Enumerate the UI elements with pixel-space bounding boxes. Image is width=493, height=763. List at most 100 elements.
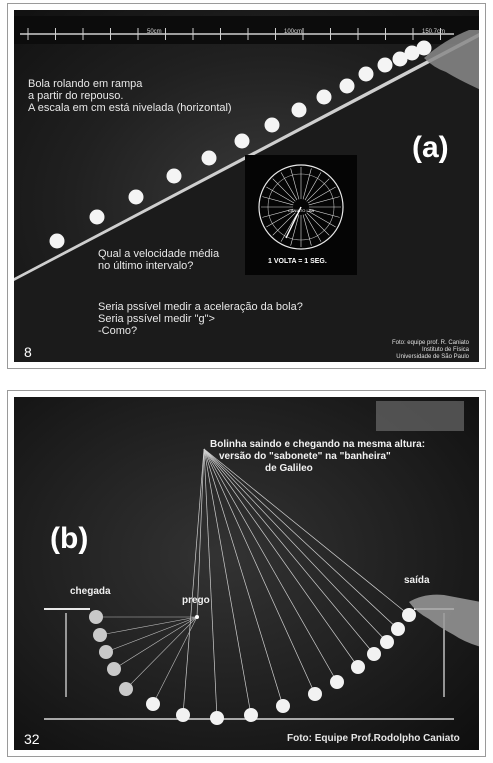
ruler-ticks <box>27 28 441 40</box>
pendulum-string <box>203 448 218 719</box>
nail-string <box>105 616 198 653</box>
pendulum-ball <box>119 682 133 696</box>
pendulum-string <box>203 448 338 683</box>
extra-question-2: Seria pssível medir "g"> <box>98 313 215 325</box>
pendulum-string <box>203 448 399 630</box>
clock-tick <box>280 213 298 242</box>
clock-face <box>258 164 344 250</box>
pendulum-ball <box>330 675 344 689</box>
ramp-ball <box>201 150 217 166</box>
ramp-balls <box>49 40 432 249</box>
ramp-ball <box>128 189 144 205</box>
hand-shape <box>424 30 479 90</box>
ramp-ball <box>234 133 250 149</box>
ramp-ball <box>339 78 355 94</box>
pendulum-ball <box>351 660 365 674</box>
pendulum-ball <box>93 628 107 642</box>
ruler-label-150: 150.7cm <box>422 29 446 35</box>
pendulum-string <box>203 448 359 668</box>
nail-string <box>152 616 198 705</box>
clock-tick <box>290 214 300 246</box>
nail-strings <box>96 616 198 705</box>
pendulum-ball <box>367 647 381 661</box>
slide-number-a: 8 <box>24 344 32 360</box>
clock-ticks <box>261 167 341 247</box>
extra-question-3: -Como? <box>98 325 138 337</box>
pendulum-ball <box>210 711 224 725</box>
clock-tick <box>262 196 294 206</box>
clock-tick <box>280 172 298 201</box>
credit-line-2: Instituto de Física <box>421 347 469 353</box>
ramp-ball <box>358 66 374 82</box>
label-chegada: chegada <box>70 586 111 597</box>
pendulum-string <box>203 448 284 707</box>
title-b-line-2: versão do "sabonete" na "banheira" <box>219 451 391 462</box>
clock-tick <box>308 208 340 218</box>
figure-panel-a: 50cm 100cm 150.7cm Bola rolando em rampa… <box>7 3 486 369</box>
label-saida: saída <box>404 575 430 586</box>
clock-tick <box>308 196 340 206</box>
figure-panel-b: Bolinha saindo e chegando na mesma altur… <box>7 390 486 757</box>
clock-tick <box>306 212 330 236</box>
description-line-3: A escala em cm está nivelada (horizontal… <box>28 102 232 114</box>
title-b-line-1: Bolinha saindo e chegando na mesma altur… <box>210 439 426 450</box>
pendulum-ball <box>402 608 416 622</box>
clock-tick <box>262 208 294 218</box>
ramp-drawing <box>14 16 479 362</box>
pendulum-ball <box>89 610 103 624</box>
credit-line-3: Universidade de São Paulo <box>396 354 469 360</box>
panel-label-b: (b) <box>50 522 89 555</box>
nail-string <box>113 616 198 670</box>
pendulum-ball <box>391 622 405 636</box>
pendulum-strings <box>182 448 410 719</box>
clock-tick <box>266 186 295 204</box>
ramp-ball <box>392 51 408 67</box>
ramp-ball <box>291 102 307 118</box>
clock-tick <box>307 186 336 204</box>
nail-string <box>99 616 198 636</box>
description-line-1: Bola rolando em rampa <box>28 78 143 90</box>
pendulum-ball <box>308 687 322 701</box>
ruler-label-50: 50cm <box>147 29 162 35</box>
clock-tick <box>307 210 336 228</box>
question-line-1: Qual a velocidade média <box>98 248 220 260</box>
question-line-2: no último intervalo? <box>98 260 194 272</box>
nail-string <box>125 616 198 690</box>
ramp-ball <box>166 168 182 184</box>
pendulum-string <box>203 448 375 655</box>
hand-shape-b <box>409 594 479 647</box>
clock-tick <box>290 168 300 200</box>
title-b-line-3: de Galileo <box>265 463 313 474</box>
pendulum-ball <box>176 708 190 722</box>
pendulum-string <box>203 448 388 643</box>
pendulum-string <box>182 448 205 716</box>
pendulum-balls <box>89 608 416 725</box>
label-prego: prego <box>182 595 210 606</box>
pendulum-photo: Bolinha saindo e chegando na mesma altur… <box>14 397 479 750</box>
ramp-ball <box>404 45 420 61</box>
clock-tick <box>272 212 296 236</box>
clock-tick <box>302 214 312 246</box>
ramp-ball <box>316 89 332 105</box>
clock-tick <box>306 178 330 202</box>
pendulum-ball <box>380 635 394 649</box>
pendulum-drawing <box>44 401 479 725</box>
extra-question-1: Seria pssível medir a aceleração da bola… <box>98 301 303 313</box>
clock-tick <box>304 213 322 242</box>
ramp-ball <box>264 117 280 133</box>
clock-tick <box>266 210 295 228</box>
ramp-photo: 50cm 100cm 150.7cm Bola rolando em rampa… <box>14 10 479 362</box>
slide-number-b: 32 <box>24 731 40 747</box>
pendulum-ball <box>146 697 160 711</box>
credit-line-1: Foto: equipe prof. R. Caniato <box>391 340 469 346</box>
photo-credit-b: Foto: Equipe Prof.Rodolpho Caniato <box>287 733 460 744</box>
ruler-label-100: 100cm <box>284 29 303 35</box>
pendulum-string <box>196 448 205 618</box>
pendulum-string <box>203 448 410 616</box>
clock-tick <box>272 178 296 202</box>
clock-tick <box>302 168 312 200</box>
ramp-ball <box>49 233 65 249</box>
description-line-2: a partir do repouso. <box>28 90 124 102</box>
clock-hand <box>285 206 302 239</box>
ramp-ball <box>416 40 432 56</box>
